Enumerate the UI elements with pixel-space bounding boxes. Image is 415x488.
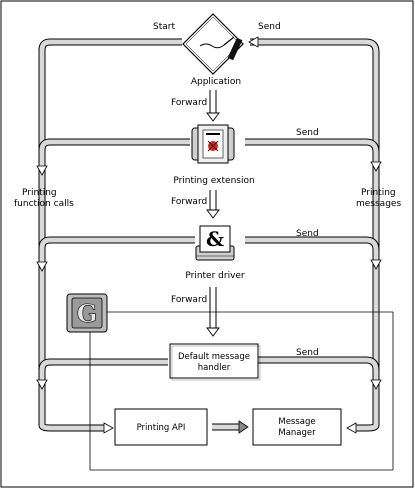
api-to-manager-arrow	[212, 420, 249, 434]
quickdraw-gx-icon: G	[66, 293, 108, 333]
send-label-4: Send	[296, 348, 319, 358]
forward-label-3: Forward	[171, 295, 207, 305]
application-label: Application	[191, 77, 241, 87]
left-function-call-path	[36, 38, 195, 434]
right-message-path	[245, 36, 382, 434]
printer-driver-icon: &	[195, 225, 235, 261]
send-label-top: Send	[258, 22, 281, 32]
message-manager-label-1: Message	[278, 417, 315, 427]
application-icon	[182, 13, 244, 75]
send-label-2: Send	[296, 128, 319, 138]
forward-label-1: Forward	[171, 98, 207, 108]
printing-messages-label-1: Printing	[361, 188, 396, 198]
system-connector-lines	[89, 311, 394, 471]
printing-api-label: Printing API	[137, 423, 186, 433]
printing-extension-label: Printing extension	[173, 176, 254, 186]
message-manager-box	[252, 408, 342, 446]
printing-function-calls-label-2: function calls	[14, 199, 74, 209]
printing-api-box	[114, 408, 208, 446]
forward-label-2: Forward	[171, 197, 207, 207]
send-label-3: Send	[296, 229, 319, 239]
start-label: Start	[153, 22, 175, 32]
forward-arrows	[206, 90, 220, 337]
default-message-handler-box	[169, 343, 261, 381]
printing-extension-icon	[191, 124, 235, 164]
printing-function-calls-label-1: Printing	[22, 188, 57, 198]
printer-driver-label: Printer driver	[185, 271, 245, 281]
svg-text:&: &	[206, 227, 224, 251]
printing-messages-label-2: messages	[356, 199, 401, 209]
default-handler-label-2: handler	[198, 363, 231, 373]
message-manager-label-2: Manager	[278, 428, 316, 438]
default-handler-label-1: Default message	[178, 352, 250, 362]
svg-text:G: G	[77, 299, 98, 328]
